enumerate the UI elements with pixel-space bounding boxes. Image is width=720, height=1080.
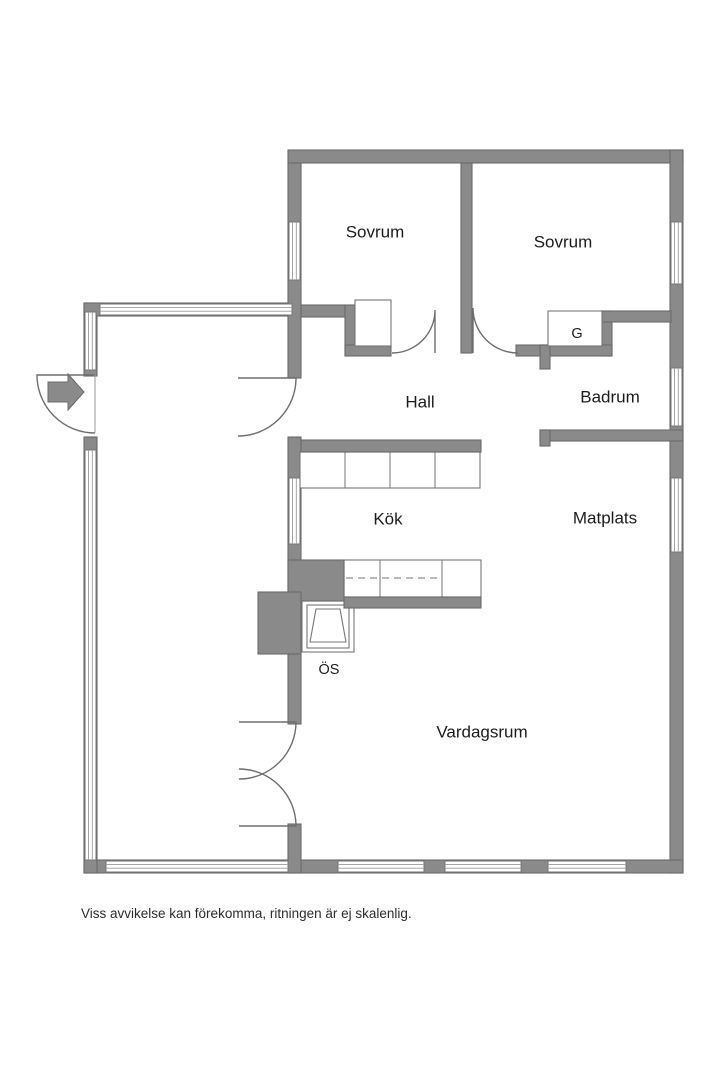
door-sovrum-2-arc xyxy=(472,307,519,354)
window-west-upper-glazing xyxy=(99,303,293,316)
fixtures-group xyxy=(299,299,603,653)
closet-sovrum-1-box xyxy=(354,299,392,347)
window-west-left-b-glazing xyxy=(84,449,97,861)
wall-bathroom-north xyxy=(600,310,672,323)
wall-sovrum1-south-b xyxy=(344,344,392,357)
door-vardagsrum-a-arc xyxy=(238,721,297,780)
room-label-kok: Kök xyxy=(373,509,403,528)
room-labels-group: Sovrum Sovrum Hall Badrum G Kök Matplats… xyxy=(319,222,640,741)
room-label-oppen-spis: ÖS xyxy=(319,660,340,678)
entrance-direction-arrow xyxy=(47,372,85,412)
room-label-garderob: G xyxy=(571,326,582,342)
entry-door-swing-arc xyxy=(36,374,96,434)
door-hall-entry-arc xyxy=(237,377,297,437)
window-west-left-a-glazing xyxy=(84,311,97,371)
counter-backing-strip xyxy=(343,596,482,609)
room-label-vardagsrum: Vardagsrum xyxy=(436,722,527,741)
wall-sovrum1-south xyxy=(300,304,346,318)
room-label-sovrum-2: Sovrum xyxy=(534,232,593,251)
fireplace-side-block xyxy=(257,591,302,655)
door-vardagsrum-b-arc xyxy=(238,768,297,827)
window-south-a-glazing xyxy=(105,860,289,873)
wall-bathroom-south-stub xyxy=(539,429,551,447)
counter-backing xyxy=(300,439,482,609)
window-south-c-glazing xyxy=(444,860,522,873)
window-sovrum-2-glazing xyxy=(670,221,683,285)
window-badrum-glazing xyxy=(670,367,683,427)
counter-backing-top xyxy=(300,439,482,453)
window-sovrum-1-glazing xyxy=(288,221,301,281)
window-south-b-glazing xyxy=(337,860,425,873)
closet-garderob-g-box xyxy=(547,310,603,347)
room-label-matplats: Matplats xyxy=(573,508,637,527)
fireplace-masonry xyxy=(257,559,345,655)
wall-exterior-north xyxy=(287,149,684,164)
wall-g-closet-bottom xyxy=(539,344,613,357)
plan-caption: Viss avvikelse kan förekomma, ritningen … xyxy=(81,906,412,921)
window-south-d-glazing xyxy=(547,860,627,873)
door-swings-group xyxy=(36,307,519,827)
door-sovrum-1-arc xyxy=(391,309,436,354)
wall-living-west-b xyxy=(287,823,302,874)
room-label-badrum: Badrum xyxy=(580,387,640,406)
kitchen-lower-cabinets xyxy=(343,559,482,598)
room-label-sovrum-1: Sovrum xyxy=(346,222,405,241)
window-kok-glazing xyxy=(288,477,301,545)
room-label-hall: Hall xyxy=(405,392,434,411)
fireplace-hearth xyxy=(309,608,347,643)
wall-g-closet-stub xyxy=(539,344,551,370)
wall-between-bedrooms xyxy=(460,162,473,354)
window-matplats-glazing xyxy=(670,477,683,553)
fireplace-chimney-block xyxy=(287,559,345,602)
wall-bathroom-south xyxy=(539,429,684,442)
windows-group xyxy=(84,221,683,873)
